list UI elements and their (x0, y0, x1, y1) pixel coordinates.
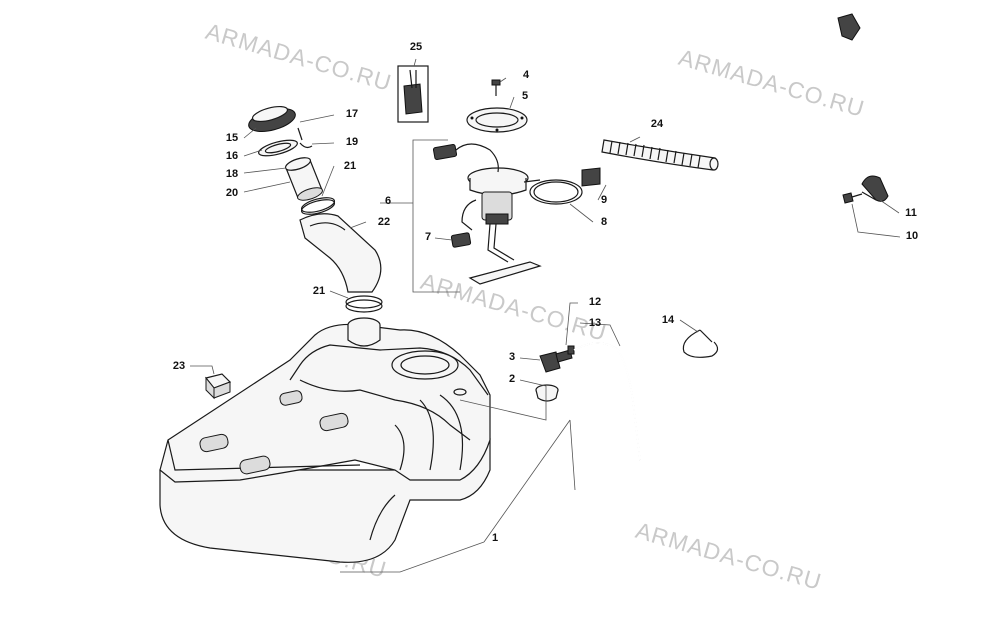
gasket-16 (258, 139, 298, 157)
callout-7: 7 (424, 231, 432, 243)
callout-8: 8 (600, 216, 608, 228)
callout-18: 18 (225, 168, 239, 180)
connector-6 (432, 143, 458, 161)
leader-lines (190, 58, 901, 573)
callout-15: 15 (225, 132, 239, 144)
filler-hose (299, 213, 382, 293)
callout-2: 2 (508, 373, 516, 385)
tank-pad-2 (239, 455, 271, 475)
callout-9: 9 (600, 194, 608, 206)
callout-21-lower: 21 (312, 285, 326, 297)
clamp-21-lower (345, 295, 383, 313)
vent-valve-3 (539, 345, 575, 373)
callout-24: 24 (650, 118, 664, 130)
callout-13: 13 (588, 317, 602, 329)
callout-20: 20 (225, 187, 239, 199)
callout-3: 3 (508, 351, 516, 363)
bolt-4 (491, 79, 501, 96)
filler-cap-assembly (248, 105, 336, 215)
callout-25: 25 (409, 41, 423, 53)
part-25-sensor (397, 65, 429, 123)
pump-wire-harness (455, 143, 499, 173)
callout-16: 16 (225, 150, 239, 162)
callout-1: 1 (491, 532, 499, 544)
screw-11 (842, 192, 863, 204)
hose-clip-10 (861, 175, 889, 202)
callout-11: 11 (905, 207, 917, 219)
sender-float (468, 261, 542, 285)
callout-6: 6 (384, 195, 392, 207)
retainer-ring-5 (466, 107, 528, 133)
tank-pad-3 (279, 390, 303, 406)
tether-17 (297, 127, 303, 141)
callout-17: 17 (345, 108, 359, 120)
tank-pad-4 (319, 412, 349, 432)
vent-hose-13 (573, 342, 641, 461)
callout-4: 4 (522, 69, 530, 81)
connector-7 (450, 232, 472, 248)
grommet-2 (535, 384, 559, 402)
part-23-block (204, 373, 232, 400)
callout-12: 12 (588, 296, 602, 308)
callout-22: 22 (377, 216, 391, 228)
callout-10: 10 (905, 230, 919, 242)
callout-19: 19 (345, 136, 359, 148)
callout-14: 14 (661, 314, 675, 326)
fuel-line-9 (595, 39, 851, 288)
corrugated-sleeve-24 (601, 139, 719, 171)
callout-21-upper: 21 (343, 160, 357, 172)
pump-seal-8 (529, 179, 583, 205)
fuel-pump-assembly (432, 143, 542, 285)
callout-23: 23 (172, 360, 186, 372)
tank-pad-1 (199, 433, 229, 453)
callout-5: 5 (521, 90, 529, 102)
fuel-tank (159, 317, 491, 563)
pump-opening (391, 350, 459, 380)
clamp-14 (682, 329, 719, 358)
